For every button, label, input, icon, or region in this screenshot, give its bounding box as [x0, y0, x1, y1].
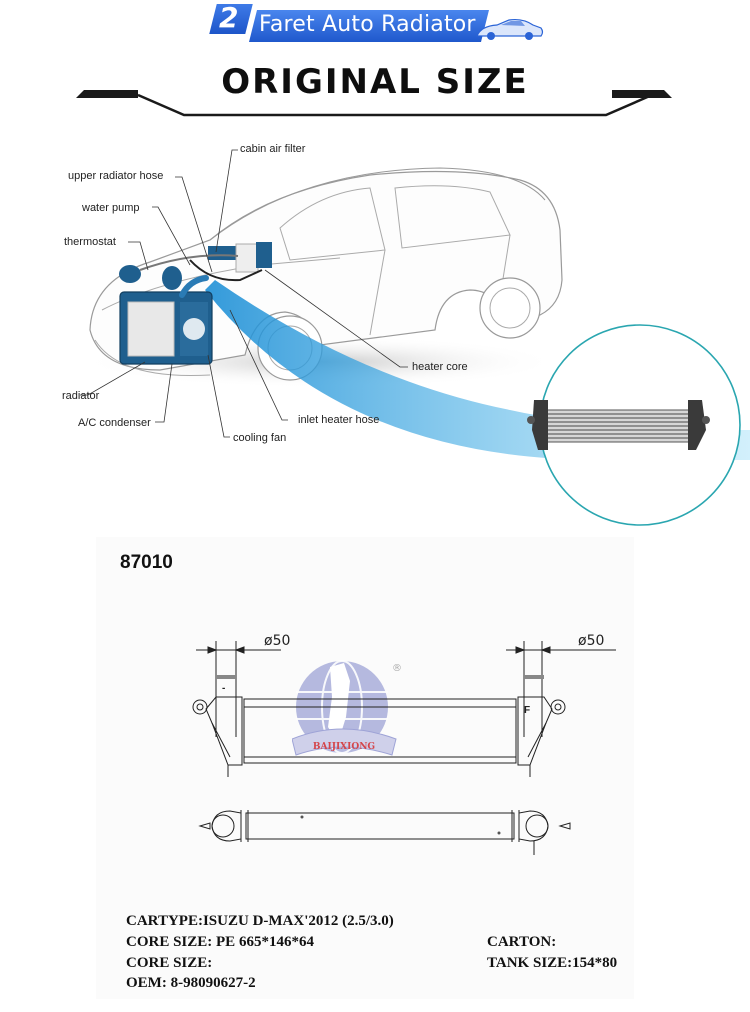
spec-carton: CARTON:: [487, 934, 557, 950]
left-diameter-label: ø50: [264, 633, 290, 649]
car-cooling-diagram: cabin air filter upper radiator hose wat…: [40, 130, 750, 540]
callout-ac-condenser: A/C condenser: [78, 417, 151, 429]
section-heading: ORIGINAL SIZE: [0, 58, 750, 128]
spec-cartype: CARTYPE:ISUZU D-MAX'2012 (2.5/3.0): [126, 913, 394, 929]
intercooler-photo: [527, 400, 710, 450]
car-illustration: [80, 149, 750, 526]
callout-radiator: radiator: [62, 390, 100, 402]
spec-core-size-1: CORE SIZE: PE 665*146*64: [126, 934, 314, 950]
technical-drawing: ø50 ø50 - F: [192, 633, 616, 855]
callout-cooling-fan: cooling fan: [233, 432, 287, 444]
part-number: 87010: [120, 552, 173, 573]
registered-mark: ®: [392, 663, 402, 674]
banner-title: Faret Auto Radiator: [259, 12, 476, 37]
heading-underline-decoration: [76, 90, 672, 117]
spec-core-size-2: CORE SIZE:: [126, 955, 213, 971]
watermark-text: BAIJIXIONG: [313, 742, 375, 752]
brand-banner: 2 Faret Auto Radiator: [209, 1, 544, 42]
callout-cabin-air-filter: cabin air filter: [240, 143, 306, 155]
callout-inlet-heater-hose: inlet heater hose: [298, 414, 380, 426]
callout-heater-core: heater core: [412, 361, 468, 373]
page-title: ORIGINAL SIZE: [221, 62, 529, 102]
tank-mark-right: F: [524, 705, 530, 716]
product-spec-panel: 87010 BAIJIXIONG ®: [96, 537, 634, 999]
right-diameter-label: ø50: [578, 633, 604, 649]
spec-tank-size: TANK SIZE:154*80: [487, 955, 618, 971]
spec-oem: OEM: 8-98090627-2: [126, 975, 256, 991]
callout-thermostat: thermostat: [64, 236, 116, 248]
banner-number: 2: [219, 1, 239, 34]
callout-water-pump: water pump: [82, 202, 140, 214]
car-icon: [476, 18, 544, 40]
callout-upper-radiator-hose: upper radiator hose: [68, 170, 164, 182]
tank-mark-left: -: [222, 683, 225, 694]
